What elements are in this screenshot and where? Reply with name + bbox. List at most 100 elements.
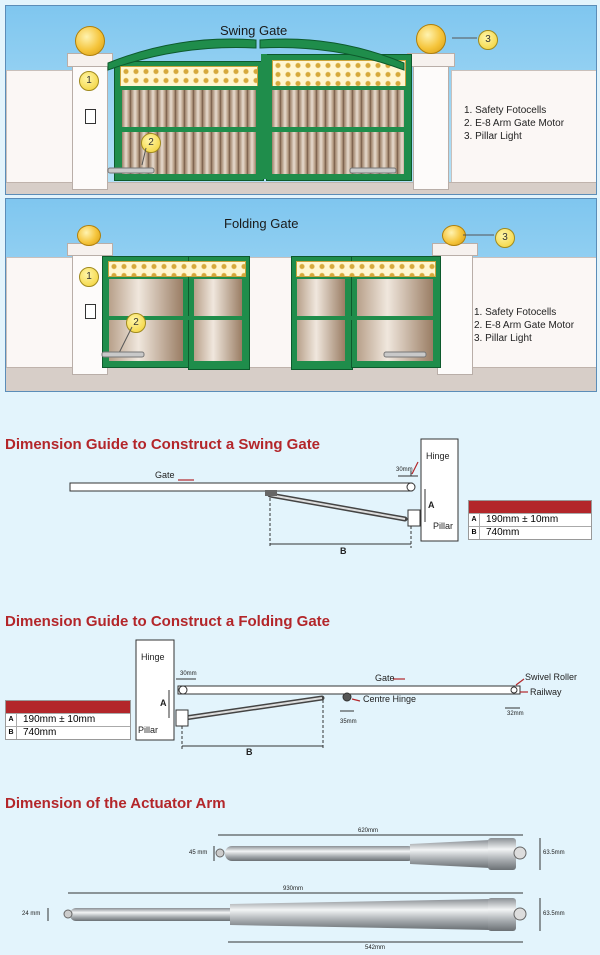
- leader-line: [141, 147, 147, 166]
- swing-hinge-pin: [406, 482, 416, 492]
- left-wall: [6, 257, 76, 374]
- arm1-length-label: 620mm: [358, 828, 379, 834]
- swing-hinge-arrow: [411, 461, 419, 475]
- swing-pillar-bracket: [407, 509, 421, 527]
- folding-pillar-label: Pillar: [138, 725, 159, 735]
- left-fotocell: [85, 304, 96, 319]
- folding-pillar-bracket: [175, 709, 189, 727]
- legend-item-fotocells: 1. Safety Fotocells: [474, 307, 557, 318]
- arm1-tube: [225, 846, 415, 861]
- swing-guide-title: Dimension Guide to Construct a Swing Gat…: [5, 436, 321, 453]
- right-pillar-light: [416, 24, 446, 54]
- arm2-height-label: 63.5mm: [543, 911, 565, 917]
- swing-gate-center-post: [261, 54, 267, 179]
- folding-legend: 1. Safety Fotocells 2. E-8 Arm Gate Moto…: [474, 306, 574, 345]
- swing-pillar-box: [420, 438, 459, 542]
- swing-gate-left-bars: [122, 90, 256, 174]
- right-wall: [451, 70, 596, 190]
- table-value: 740mm: [486, 527, 520, 538]
- badge-fotocell: 1: [79, 267, 99, 287]
- table-row: B 740mm: [469, 526, 591, 539]
- folding-left-motor: [101, 351, 145, 358]
- table-value: 740mm: [23, 727, 57, 738]
- folding-offset-label: 30mm: [180, 671, 197, 677]
- table-value: 190mm ± 10mm: [23, 714, 96, 725]
- swivel-arrow: [515, 678, 525, 686]
- folding-gate-right-scrollwork: [296, 261, 436, 277]
- arm1-dia-label: 45 mm: [189, 850, 208, 856]
- folding-gate-right-crossbar: [294, 316, 436, 320]
- table-key: A: [6, 714, 17, 726]
- legend-item-pillar-light: 3. Pillar Light: [464, 131, 522, 142]
- swing-right-motor: [349, 167, 397, 174]
- left-pillar-light: [77, 225, 101, 246]
- folding-hinge-label: Hinge: [141, 652, 165, 662]
- left-pillar-light: [75, 26, 105, 56]
- leader-line: [117, 326, 133, 356]
- table-key: B: [469, 527, 480, 539]
- actuator-title: Dimension of the Actuator Arm: [5, 795, 226, 812]
- swing-gate-label: Gate: [155, 470, 175, 480]
- centre-arrow: [351, 698, 361, 702]
- folding-gate-right-outer-fill: [357, 279, 433, 361]
- arm2-length-label: 930mm: [283, 886, 304, 892]
- table-value: 190mm ± 10mm: [486, 514, 559, 525]
- folding-gate-illustration: Folding Gate 1 2 3 1. Safety Fotocells 2…: [5, 198, 597, 392]
- folding-dim-b: B: [246, 747, 253, 757]
- arm1-body: [410, 840, 490, 868]
- folding-gate-label: Gate: [375, 673, 395, 683]
- table-row: A 190mm ± 10mm: [6, 713, 130, 726]
- swing-gate-bracket: [265, 490, 277, 496]
- arm1-motor: [488, 838, 516, 870]
- swing-dim-b: B: [340, 546, 347, 556]
- swing-right-arch: [259, 38, 405, 71]
- badge-pillar-light: 3: [495, 228, 515, 248]
- legend-item-motor: 2. E-8 Arm Gate Motor: [464, 118, 565, 129]
- left-fotocell: [85, 109, 96, 124]
- arm2-dia-label: 24 mm: [22, 911, 41, 917]
- badge-pillar-light: 3: [478, 30, 498, 50]
- folding-gate-right-inner-fill: [297, 279, 345, 361]
- badge-fotocell: 1: [79, 71, 99, 91]
- folding-dimension-drawing: [135, 639, 528, 750]
- swing-offset-label: 30mm: [396, 467, 413, 473]
- right-pillar: [437, 253, 473, 375]
- table-key: A: [469, 514, 480, 526]
- table-row: B 740mm: [6, 726, 130, 739]
- arm1-start-eye: [215, 848, 225, 858]
- right-pillar: [413, 64, 449, 190]
- folding-dim-a: A: [160, 698, 167, 708]
- swivel-roller: [510, 686, 518, 694]
- arm2-body: [230, 899, 490, 930]
- table-key: B: [6, 727, 17, 739]
- arm1-end-eye: [513, 846, 527, 860]
- folding-actuator-highlight: [184, 697, 323, 719]
- centre-hinge: [342, 692, 352, 702]
- swing-legend: 1. Safety Fotocells 2. E-8 Arm Gate Moto…: [464, 104, 564, 143]
- swing-gate-right-scrollwork: [272, 60, 406, 88]
- swing-gate-bar: [69, 482, 413, 492]
- swing-dimension-drawing: [69, 438, 459, 548]
- centre-hinge-label: Centre Hinge: [363, 694, 417, 704]
- folding-gate-title: Folding Gate: [224, 216, 299, 231]
- table-header: [469, 501, 591, 513]
- arm2-end-eye: [513, 907, 527, 921]
- folding-dimension-table: A 190mm ± 10mm B 740mm: [5, 700, 131, 740]
- swing-dim-a: A: [428, 500, 435, 510]
- folding-guide-title: Dimension Guide to Construct a Folding G…: [5, 613, 331, 630]
- swing-hinge-label: Hinge: [426, 451, 450, 461]
- swing-pillar-label: Pillar: [433, 521, 454, 531]
- folding-gate-left-scrollwork: [108, 261, 246, 277]
- folding-gate-left-crossbar: [106, 316, 246, 320]
- railway-label: Railway: [530, 687, 562, 697]
- arm2-inner-label: 542mm: [365, 945, 386, 951]
- legend-item-motor: 2. E-8 Arm Gate Motor: [474, 320, 575, 331]
- table-row: A 190mm ± 10mm: [469, 513, 591, 526]
- arm2-motor: [488, 898, 516, 931]
- swing-gate-title: Swing Gate: [220, 23, 288, 38]
- swing-actuator-highlight: [269, 494, 406, 520]
- legend-item-pillar-light: 3. Pillar Light: [474, 333, 532, 344]
- roller-offset-label: 32mm: [507, 711, 524, 717]
- folding-right-motor: [383, 351, 427, 358]
- swing-left-motor: [107, 167, 155, 174]
